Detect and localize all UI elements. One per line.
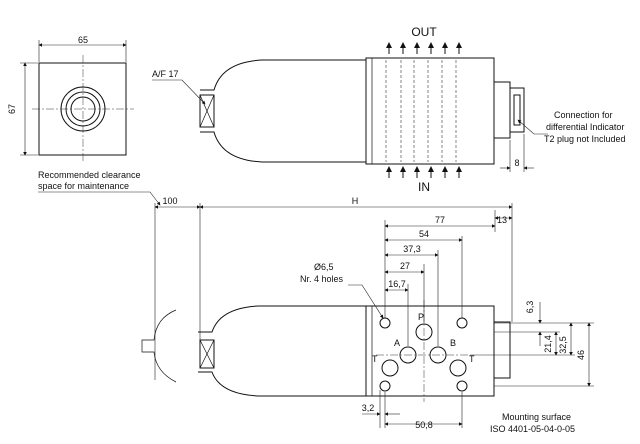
dim-54: 54: [419, 229, 429, 239]
side-view-top: OUT IN A/F 17 8 Connection for different…: [152, 25, 626, 194]
end-view-height-dim: 67: [7, 104, 17, 114]
length-dim: H: [352, 196, 359, 206]
out-flow-arrows: [386, 42, 462, 54]
dim-21-4: 21,4: [543, 335, 553, 353]
mount-hole-3: [379, 380, 391, 392]
connection-note-line-1: Connection for: [554, 110, 613, 120]
connection-note-line-3: T2 plug not Included: [544, 134, 626, 144]
dim-27: 27: [400, 261, 410, 271]
mount-hole-4: [456, 380, 468, 392]
plug-width-dim: 8: [514, 158, 519, 168]
wrench-flat-label: A/F 17: [152, 69, 179, 79]
dim-6-3: 6,3: [525, 301, 535, 314]
dim-3-2: 3,2: [362, 403, 375, 413]
port-b-label: B: [450, 338, 456, 348]
dim-77: 77: [435, 215, 445, 225]
port-t-right: [449, 359, 467, 377]
mount-hole-2: [456, 317, 468, 329]
hole-note-line-1: Ø6,5: [314, 262, 334, 272]
port-a-label: A: [394, 338, 400, 348]
port-t-right-label: T: [469, 354, 475, 364]
in-label: IN: [418, 180, 430, 194]
mount-hole-1: [379, 317, 391, 329]
dim-13: 13: [497, 215, 507, 225]
port-p-label: P: [418, 312, 424, 322]
dim-37-3: 37,3: [403, 244, 421, 254]
mounting-note-line-2: ISO 4401-05-04-0-05: [490, 424, 575, 434]
in-flow-arrows: [386, 166, 462, 178]
clearance-note-line-2: space for maintenance: [38, 181, 129, 191]
clearance-note-line-1: Recommended clearance: [38, 170, 141, 180]
end-view: 65 67: [7, 35, 134, 163]
connection-note-line-2: differential Indicator: [546, 122, 624, 132]
dim-46: 46: [576, 350, 586, 360]
out-label: OUT: [411, 25, 437, 39]
port-t-left: [381, 359, 399, 377]
dim-16-7: 16,7: [388, 279, 406, 289]
end-view-width-dim: 65: [78, 35, 88, 45]
mounting-note-line-1: Mounting surface: [502, 412, 571, 422]
port-t-left-label: T: [372, 354, 378, 364]
clearance-dim: 100: [162, 196, 177, 206]
hole-note-line-2: Nr. 4 holes: [300, 274, 344, 284]
side-view-bottom: Recommended clearance space for maintena…: [38, 170, 594, 434]
dim-50-8: 50,8: [415, 420, 433, 430]
dim-32-5: 32,5: [558, 336, 568, 354]
